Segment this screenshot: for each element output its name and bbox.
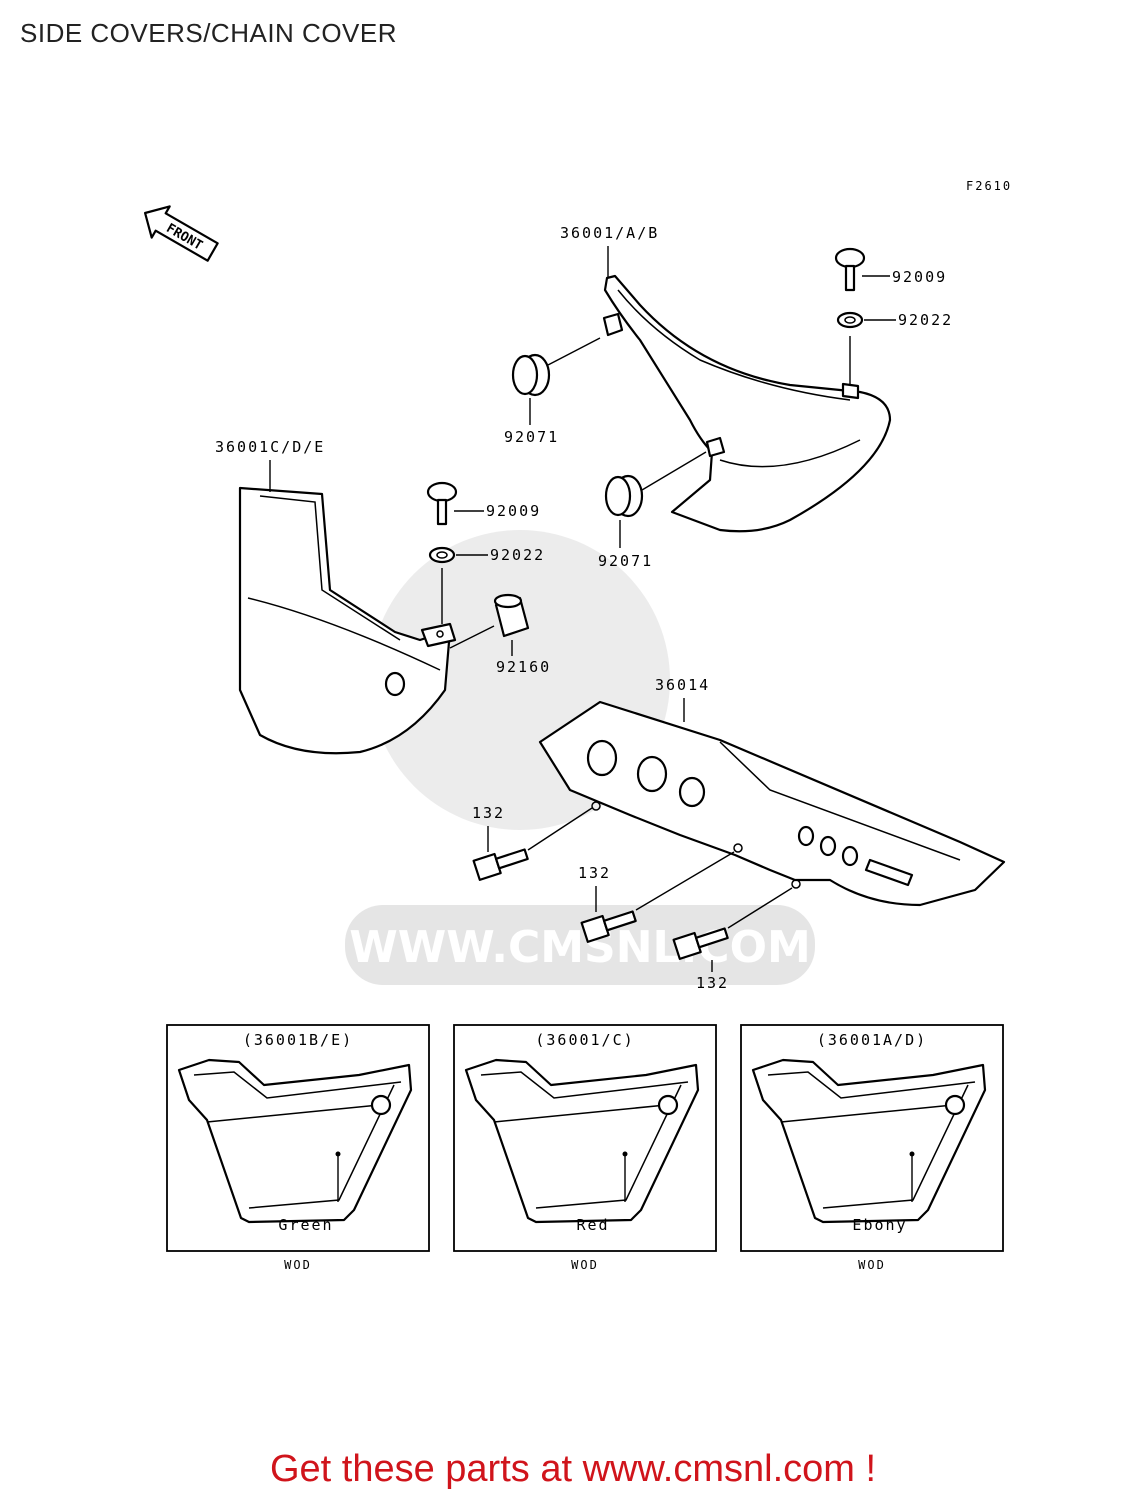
figure-code: F2610 xyxy=(966,179,1012,193)
grommet-92071-bottom-icon xyxy=(604,474,644,518)
callout-36001-cde: 36001C/D/E xyxy=(215,438,325,456)
front-arrow-icon: FRONT xyxy=(143,205,219,262)
callout-92071-top: 92071 xyxy=(504,428,559,446)
watermark-logo-text: CMS xyxy=(526,828,634,879)
watermark-url-text: WWW.CMSNL.COM xyxy=(349,922,811,973)
variant-note: WOD xyxy=(571,1258,599,1272)
screw-92009-left-icon xyxy=(426,481,458,526)
variant-code: (36001/C) xyxy=(535,1031,634,1049)
bolt-132-a-icon xyxy=(472,848,529,881)
variant-color: Red xyxy=(576,1216,609,1234)
variant-cover-shape xyxy=(177,1058,413,1224)
variant-panels: (36001B/E)GreenWOD(36001/C)RedWOD(36001A… xyxy=(166,1024,1004,1272)
callout-92009-right: 92009 xyxy=(892,268,947,286)
washer-92022-left-icon xyxy=(428,546,456,564)
page-title: SIDE COVERS/CHAIN COVER xyxy=(20,18,398,48)
callout-36001-ab: 36001/A/B xyxy=(560,224,659,242)
screw-92009-right-icon xyxy=(834,247,866,292)
chain-cover-36014 xyxy=(538,700,1006,907)
washer-92022-right-icon xyxy=(836,311,864,329)
call-to-action: Get these parts at www.cmsnl.com ! xyxy=(269,1448,877,1490)
variant-code: (36001B/E) xyxy=(243,1031,353,1049)
bolt-132-c-icon xyxy=(672,927,729,960)
callout-132-b: 132 xyxy=(578,864,611,882)
variant-code: (36001A/D) xyxy=(817,1031,927,1049)
callout-92022-right: 92022 xyxy=(898,311,953,329)
callout-92071-bottom: 92071 xyxy=(598,552,653,570)
collar-92160-icon xyxy=(493,593,530,638)
callout-92022-left: 92022 xyxy=(490,546,545,564)
variant-cover-shape xyxy=(464,1058,700,1224)
side-cover-right xyxy=(602,274,892,533)
variant-cover-shape xyxy=(751,1058,987,1224)
variant-note: WOD xyxy=(858,1258,886,1272)
variant-note: WOD xyxy=(284,1258,312,1272)
bolt-132-b-icon xyxy=(580,910,637,943)
side-cover-left xyxy=(238,486,457,755)
callout-132-c: 132 xyxy=(696,974,729,992)
callout-36014: 36014 xyxy=(655,676,710,694)
variant-color: Ebony xyxy=(852,1216,907,1234)
callout-92160: 92160 xyxy=(496,658,551,676)
callout-132-a: 132 xyxy=(472,804,505,822)
callout-92009-left: 92009 xyxy=(486,502,541,520)
grommet-92071-top-icon xyxy=(511,353,551,397)
variant-color: Green xyxy=(278,1216,333,1234)
